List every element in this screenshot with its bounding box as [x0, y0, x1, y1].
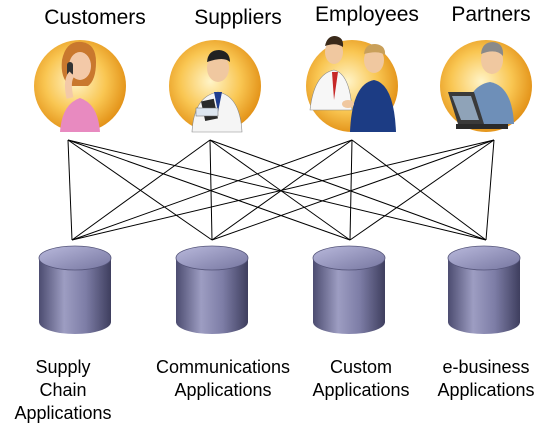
clipboard-man-icon — [191, 50, 243, 133]
connector-customers-to-e-business — [67, 139, 487, 241]
database-icon — [447, 245, 521, 334]
database-communications — [175, 245, 249, 334]
connector-partners-to-custom — [349, 139, 495, 241]
connector-suppliers-to-e-business — [209, 139, 487, 241]
actor-circle-suppliers — [169, 40, 261, 132]
connector-employees-to-e-business — [351, 139, 487, 241]
application-labels: Supply Chain Applications Communications… — [14, 357, 534, 423]
app-label-custom-line-1: Custom — [330, 357, 392, 377]
connector-employees-to-supply-chain — [71, 139, 353, 241]
connector-partners-to-communications — [211, 139, 495, 241]
actor-partners: Partners — [440, 3, 532, 132]
app-label-e-business-line-2: Applications — [437, 380, 534, 400]
connector-customers-to-supply-chain — [67, 139, 73, 241]
app-label-supply-chain-line-3: Applications — [14, 403, 111, 423]
database-supply-chain — [38, 245, 112, 334]
actor-label-partners: Partners — [451, 3, 530, 26]
database-e-business — [447, 245, 521, 334]
actor-label-customers: Customers — [44, 6, 146, 29]
handshake-icon — [309, 36, 396, 132]
app-label-custom-line-2: Applications — [312, 380, 409, 400]
connector-customers-to-custom — [67, 139, 351, 241]
app-label-supply-chain-line-2: Chain — [39, 380, 86, 400]
actor-row: Customers Suppliers — [34, 3, 532, 133]
actor-label-suppliers: Suppliers — [194, 6, 282, 29]
database-row — [38, 245, 521, 334]
database-icon — [312, 245, 386, 334]
connector-suppliers-to-custom — [209, 139, 351, 241]
connector-employees-to-custom — [349, 139, 353, 241]
connector-suppliers-to-supply-chain — [71, 139, 211, 241]
laptop-man-icon — [448, 42, 514, 129]
actor-label-employees: Employees — [315, 3, 419, 26]
app-label-supply-chain-line-1: Supply — [35, 357, 90, 377]
connector-partners-to-e-business — [485, 139, 495, 241]
database-icon — [38, 245, 112, 334]
database-icon — [175, 245, 249, 334]
connector-partners-to-supply-chain — [71, 139, 495, 241]
connector-customers-to-communications — [67, 139, 213, 241]
actor-suppliers: Suppliers — [169, 6, 282, 133]
app-label-communications-line-1: Communications — [156, 357, 290, 377]
actor-customers: Customers — [34, 6, 146, 132]
database-custom — [312, 245, 386, 334]
phone-woman-icon — [60, 41, 100, 132]
actor-employees: Employees — [306, 3, 419, 132]
app-label-e-business-line-1: e-business — [442, 357, 529, 377]
connector-lines — [67, 139, 495, 241]
app-label-communications-line-2: Applications — [174, 380, 271, 400]
